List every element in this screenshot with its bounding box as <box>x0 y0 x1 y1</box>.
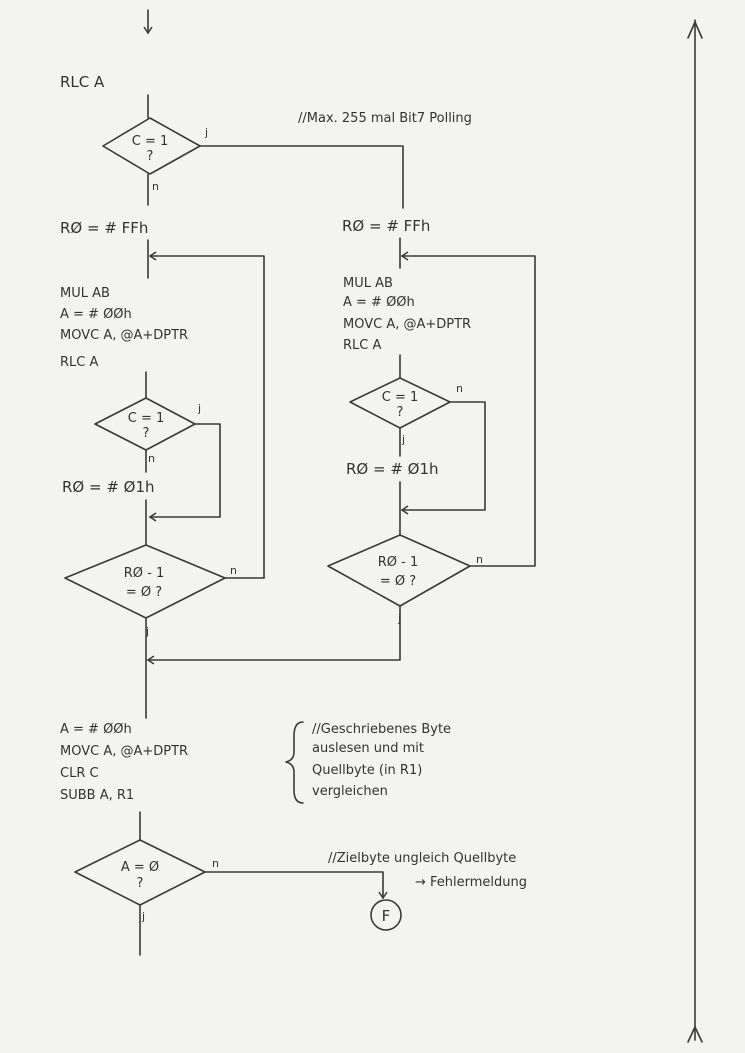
svg-text:RØ - 1: RØ - 1 <box>378 555 419 570</box>
left-code-block: MUL AB A = # ØØh MOVC A, @A+DPTR RLC A <box>60 286 188 370</box>
svg-text:→ Fehlermeldung: → Fehlermeldung <box>415 875 527 890</box>
svg-text:SUBB A, R1: SUBB A, R1 <box>60 788 134 803</box>
verify-code-block: A = # ØØh MOVC A, @A+DPTR CLR C SUBB A, … <box>60 722 188 803</box>
svg-text:A = # ØØh: A = # ØØh <box>60 722 132 737</box>
right-code-block: MUL AB A = # ØØh MOVC A, @A+DPTR RLC A <box>343 276 471 353</box>
yes-label: j <box>141 910 145 923</box>
svg-text:RLC A: RLC A <box>343 338 381 353</box>
rlc-a-instruction: RLC A <box>60 73 105 91</box>
svg-text:= Ø ?: = Ø ? <box>380 574 416 589</box>
yes-label: j <box>401 433 405 446</box>
decision-top-c1: C = 1 ? <box>102 117 201 175</box>
svg-text:auslesen und mit: auslesen und mit <box>312 741 424 756</box>
yes-label: j <box>145 625 149 638</box>
right-r0-init: RØ = # FFh <box>342 217 430 235</box>
svg-text:MUL AB: MUL AB <box>60 286 110 301</box>
svg-text:F: F <box>382 907 391 925</box>
svg-text:Quellbyte (in R1): Quellbyte (in R1) <box>312 763 422 778</box>
left-decision-c1: C = 1 ? <box>94 397 196 451</box>
svg-text:?: ? <box>147 149 154 164</box>
decision-a0: A = Ø ? <box>74 839 206 906</box>
left-r0-set: RØ = # Ø1h <box>62 478 155 496</box>
verify-brace <box>285 721 304 804</box>
no-label: n <box>456 382 463 395</box>
svg-text:?: ? <box>397 405 404 420</box>
comment-verify: //Geschriebenes Byte auslesen und mit Qu… <box>312 722 451 799</box>
right-decision-c1: C = 1 ? <box>349 377 451 429</box>
margin-line <box>687 19 703 1043</box>
svg-text://Geschriebenes Byte: //Geschriebenes Byte <box>312 722 451 737</box>
no-label: n <box>230 564 237 577</box>
svg-text:MOVC A, @A+DPTR: MOVC A, @A+DPTR <box>60 328 188 343</box>
left-decision-r0: RØ - 1 = Ø ? <box>64 544 226 619</box>
svg-text:A = # ØØh: A = # ØØh <box>343 295 415 310</box>
right-merge-line <box>146 605 401 665</box>
no-label: n <box>148 452 155 465</box>
svg-text:A = # ØØh: A = # ØØh <box>60 307 132 322</box>
svg-text:?: ? <box>137 876 144 891</box>
yes-label: j <box>204 126 208 139</box>
right-decision-r0: RØ - 1 = Ø ? <box>327 534 471 607</box>
svg-text:= Ø ?: = Ø ? <box>126 585 162 600</box>
svg-text:?: ? <box>143 426 150 441</box>
svg-text:A = Ø: A = Ø <box>121 860 159 875</box>
right-loop-back <box>400 251 536 567</box>
no-label: n <box>152 180 159 193</box>
comment-error: //Zielbyte ungleich Quellbyte → Fehlerme… <box>328 851 527 890</box>
right-no-bypass <box>400 401 486 515</box>
yes-label: j <box>197 402 201 415</box>
svg-text:RØ - 1: RØ - 1 <box>124 566 165 581</box>
svg-text:MOVC A, @A+DPTR: MOVC A, @A+DPTR <box>343 317 471 332</box>
left-r0-init: RØ = # FFh <box>60 219 148 237</box>
no-label: n <box>212 857 219 870</box>
svg-text:vergleichen: vergleichen <box>312 784 388 799</box>
right-r0-set: RØ = # Ø1h <box>346 460 439 478</box>
comment-polling: //Max. 255 mal Bit7 Polling <box>298 111 472 126</box>
svg-text:C = 1: C = 1 <box>132 134 169 149</box>
left-yes-bypass <box>148 423 221 522</box>
svg-text:C = 1: C = 1 <box>128 411 165 426</box>
svg-text:CLR C: CLR C <box>60 766 99 781</box>
terminal-f: F <box>370 899 402 931</box>
svg-text:RLC A: RLC A <box>60 355 98 370</box>
error-path <box>204 871 388 900</box>
yes-path-to-right-branch <box>199 145 404 209</box>
svg-text:MOVC A, @A+DPTR: MOVC A, @A+DPTR <box>60 744 188 759</box>
svg-text:MUL AB: MUL AB <box>343 276 393 291</box>
left-loop-back <box>148 251 265 579</box>
svg-text:C = 1: C = 1 <box>382 390 419 405</box>
yes-label: j <box>397 612 401 625</box>
no-label: n <box>476 553 483 566</box>
svg-text://Zielbyte ungleich Quellbyte: //Zielbyte ungleich Quellbyte <box>328 851 516 866</box>
